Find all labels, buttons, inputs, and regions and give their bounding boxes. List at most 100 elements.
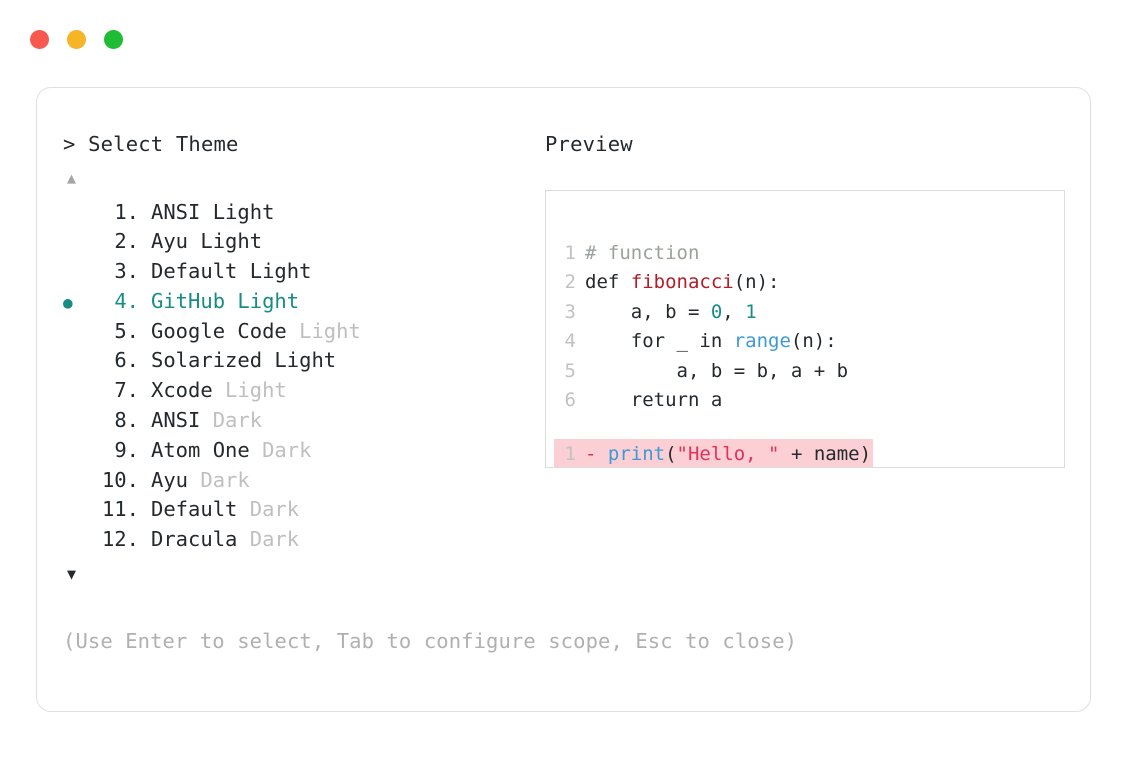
theme-list-item[interactable]: 5. Google Code Light [63,317,523,347]
code-token: # function [585,241,700,264]
code-text: def fibonacci(n): [585,268,779,298]
theme-item-name: Default [151,259,238,284]
maximize-window-button[interactable] [104,30,123,49]
code-text: return a [585,386,723,416]
theme-item-name: Dracula [151,527,238,552]
theme-item-name: ANSI [151,408,201,433]
theme-item-variant: Light [286,318,361,343]
theme-item-index: 2. [114,229,139,254]
theme-item-variant: Dark [249,437,312,462]
selected-bullet-icon: ● [63,292,73,312]
code-text: a, b = b, a + b [585,357,849,387]
theme-list[interactable]: 1. ANSI Light 2. Ayu Light 3. Default Light ● 4… [63,198,523,556]
theme-item-variant: Light [212,378,287,403]
code-token: + name) [779,443,872,466]
theme-list-item[interactable]: 3.Default Light [63,257,523,287]
theme-list-item[interactable]: ●4.GitHub Light [63,287,523,317]
theme-list-item[interactable]: 7. Xcode Light [63,376,523,406]
theme-item-variant: Light [188,229,263,254]
code-token: a, b = [585,300,711,323]
theme-item-name: Solarized [151,348,263,373]
theme-list-item[interactable]: 1. ANSI Light [63,198,523,228]
theme-item-index: 11. [101,497,139,522]
code-token: a, b = b, a + b [585,359,849,382]
theme-item-index: 6. [114,348,139,373]
theme-picker-card: > Select Theme ▲ 1. ANSI Light 2. Ayu Light… [36,87,1091,712]
theme-item-name: Ayu [151,467,189,492]
theme-list-item[interactable]: 11. Default Dark [63,495,523,525]
theme-item-variant: Light [200,199,275,224]
theme-list-item[interactable]: 12. Dracula Dark [63,525,523,555]
theme-item-name: Google Code [151,318,287,343]
theme-item-index: 9. [114,437,139,462]
code-text: a, b = 0, 1 [585,298,757,328]
theme-item-name: Ayu [151,229,189,254]
theme-item-index: 1. [114,199,139,224]
line-number: 3 [564,300,576,323]
scroll-down-icon[interactable]: ▼ [67,565,77,584]
theme-item-name: GitHub [151,288,226,313]
code-token: "Hello, " [676,443,780,466]
close-window-button[interactable] [30,30,49,49]
scroll-up-icon[interactable]: ▲ [67,168,77,187]
theme-item-index: 7. [114,378,139,403]
minimize-window-button[interactable] [67,30,86,49]
code-text: print("Hello, " + name) [607,439,872,466]
theme-item-index: 4. [114,288,139,313]
theme-list-item[interactable]: 9. Atom One Dark [63,436,523,466]
code-text: # function [585,239,699,269]
theme-item-name: Xcode [151,378,213,403]
theme-list-item[interactable]: 2. Ayu Light [63,227,523,257]
code-token: 1 [745,300,757,323]
line-number: 1 [564,443,576,466]
code-line: 4 for _ in range(n): [554,327,1064,357]
code-token: , [722,300,746,323]
theme-item-index: 10. [101,467,139,492]
theme-item-variant: Light [262,348,337,373]
code-token: fibonacci [630,271,734,294]
theme-item-variant: Dark [188,467,250,492]
code-token: (n): [733,271,780,294]
diff-removed-line: 1- print("Hello, " + name) [554,439,874,467]
theme-item-index: 8. [114,408,139,433]
code-token: print [607,443,666,466]
code-token: def [585,271,631,294]
code-token: return a [585,389,723,412]
theme-list-item[interactable]: 10. Ayu Dark [63,466,523,496]
code-line: 5 a, b = b, a + b [554,357,1064,387]
code-token: for _ in [585,330,734,353]
code-token: range [733,330,791,353]
theme-item-index: 12. [101,527,139,552]
keyboard-hint: (Use Enter to select, Tab to configure s… [63,629,798,653]
theme-list-item[interactable]: 6. Solarized Light [63,346,523,376]
page-title: > Select Theme [63,132,239,156]
line-number: 5 [564,359,576,382]
theme-selector-pane: > Select Theme ▲ 1. ANSI Light 2. Ayu Light… [63,134,523,583]
theme-item-name: Default [151,497,238,522]
preview-label: Preview [545,132,633,156]
theme-item-variant: Dark [237,527,300,552]
code-line: 1 # function [554,239,1064,269]
code-text: for _ in range(n): [585,327,837,357]
theme-item-index: 3. [114,259,139,284]
code-line: 2 def fibonacci(n): [554,268,1064,298]
theme-item-name: Atom One [151,437,250,462]
theme-list-item[interactable]: 8. ANSI Dark [63,406,523,436]
theme-item-variant: Dark [200,408,263,433]
theme-item-name: ANSI [151,199,201,224]
theme-item-variant: Dark [237,497,300,522]
window-titlebar [30,30,123,49]
code-line: 6 return a [554,386,1064,416]
theme-item-index: 5. [114,318,139,343]
line-number: 1 [564,241,576,264]
code-token: ( [665,443,677,466]
line-number: 4 [564,330,576,353]
line-number: 2 [564,271,576,294]
line-number: 6 [564,389,576,412]
code-token: (n): [790,330,837,353]
code-token: 0 [710,300,723,323]
diff-marker: - [585,443,608,466]
